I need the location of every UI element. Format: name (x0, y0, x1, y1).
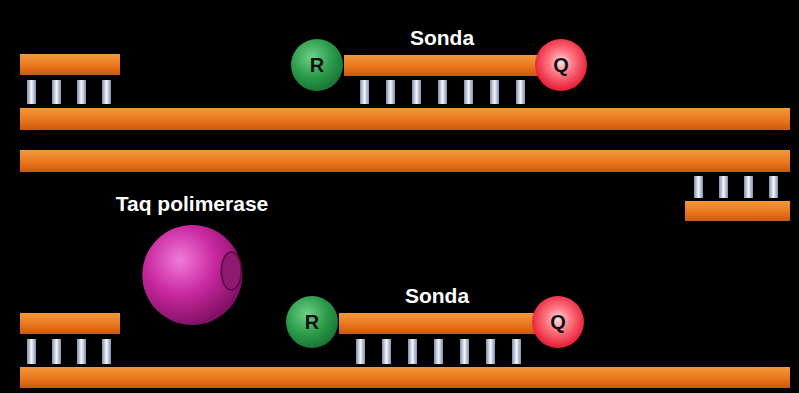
reporter-dye: R (291, 39, 343, 91)
probe-strand (344, 55, 540, 76)
primer-strand (20, 313, 120, 334)
quencher-dye: Q (532, 296, 584, 348)
base-pair-ticks (27, 339, 521, 364)
primer-strand (685, 201, 790, 221)
complementary-strand (20, 150, 790, 172)
base-pair-ticks (27, 80, 525, 104)
enzyme-label: Taq polimerase (112, 192, 273, 215)
base-pair-ticks (694, 176, 778, 198)
template-strand (20, 108, 790, 130)
taq-polymerase-sphere (112, 221, 273, 329)
quencher-dye: Q (535, 39, 587, 91)
primer-strand (20, 54, 120, 75)
probe-node: Sonda (339, 284, 535, 334)
template-strand (20, 367, 790, 388)
enzyme-node: Taq polimerase (112, 192, 273, 329)
probe-label: Sonda (344, 26, 540, 49)
dye-label: Q (550, 312, 566, 332)
reporter-dye: R (286, 296, 338, 348)
dye-label: R (305, 312, 319, 332)
probe-node: Sonda (344, 26, 540, 76)
dye-label: Q (553, 55, 569, 75)
probe-strand (339, 313, 535, 334)
probe-label: Sonda (339, 284, 535, 307)
dye-label: R (310, 55, 324, 75)
